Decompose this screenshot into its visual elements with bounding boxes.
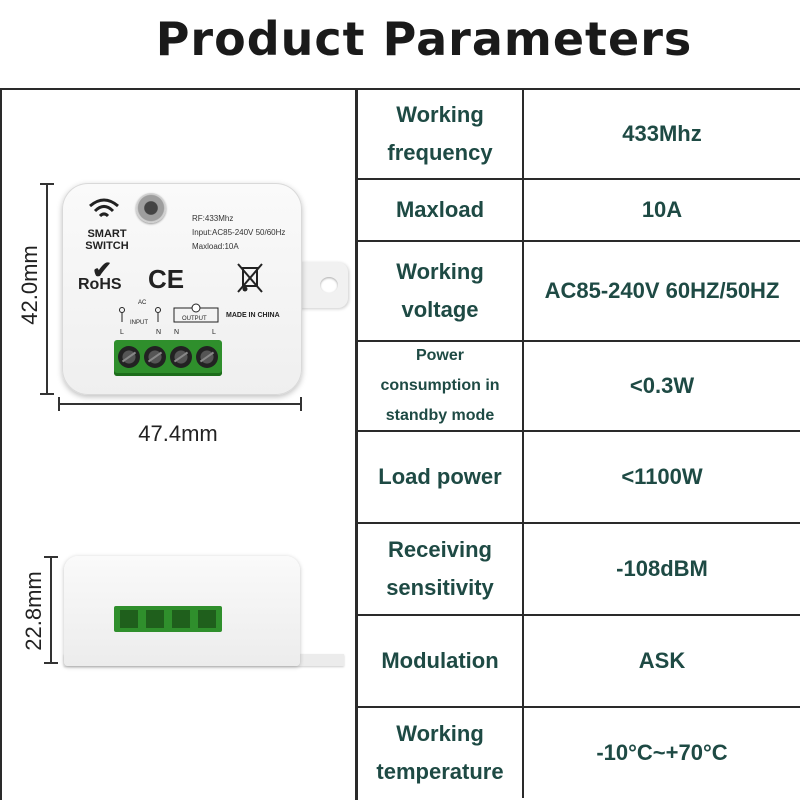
wiring-l1: L — [120, 329, 124, 336]
spec-value: AC85-240V 60HZ/50HZ — [544, 278, 780, 303]
spec-label: Working voltage — [396, 259, 484, 322]
side-terminal-block — [114, 606, 222, 632]
spec-row: Power consumption in standby mode <0.3W — [358, 342, 800, 432]
wiring-n2: N — [174, 329, 179, 336]
width-dimension-line — [58, 397, 302, 411]
terminal-screw — [144, 346, 166, 368]
spec-label: Working frequency — [387, 102, 493, 165]
wiring-diagram: AC INPUT OUTPUT L N N L — [119, 300, 219, 336]
ce-mark: CE — [148, 264, 185, 294]
panel-divider — [355, 88, 358, 800]
spec-label: Modulation — [381, 648, 499, 673]
terminal-block — [114, 340, 222, 376]
wiring-input: INPUT — [130, 320, 148, 326]
terminal-slot — [120, 610, 138, 628]
spec-label: Receiving sensitivity — [386, 537, 494, 600]
device-spec-text: RF:433Mhz Input:AC85-240V 50/60Hz Maxloa… — [192, 212, 285, 254]
height-dimension-line — [40, 183, 54, 395]
spec-row: Load power <1100W — [358, 432, 800, 524]
wiring-n1: N — [156, 329, 161, 336]
spec-value: <1100W — [621, 464, 703, 489]
brand-line-1: SMART — [87, 228, 127, 240]
spec-row: Receiving sensitivity -108dBM — [358, 524, 800, 616]
spec-row: Working voltage AC85-240V 60HZ/50HZ — [358, 242, 800, 342]
spec-row: Maxload 10A — [358, 180, 800, 242]
spec-label: Power consumption in standby mode — [380, 347, 500, 424]
spec-value: 433Mhz — [622, 121, 702, 146]
width-dimension-label: 47.4mm — [138, 421, 218, 446]
terminal-screw — [170, 346, 192, 368]
wiring-output: OUTPUT — [182, 316, 207, 322]
spec-value: -10°C~+70°C — [596, 740, 728, 765]
terminal-screw — [196, 346, 218, 368]
wifi-icon — [89, 198, 119, 218]
spec-label: Load power — [378, 464, 502, 489]
spec-row: Modulation ASK — [358, 616, 800, 708]
side-height-dimension-line — [44, 556, 58, 664]
device-rf: RF:433Mhz — [192, 214, 234, 223]
terminal-slot — [172, 610, 190, 628]
spec-value: ASK — [638, 648, 686, 673]
spec-row: Working temperature -10°C~+70°C — [358, 708, 800, 800]
device-maxload: Maxload:10A — [192, 242, 239, 251]
spec-label: Working temperature — [376, 721, 504, 784]
device-input: Input:AC85-240V 50/60Hz — [192, 228, 286, 237]
brand-line-2: SWITCH — [85, 240, 129, 252]
spec-row: Working frequency 433Mhz — [358, 90, 800, 180]
spec-value: 10A — [641, 197, 683, 222]
spec-value: <0.3W — [629, 373, 695, 398]
terminal-slot — [198, 610, 216, 628]
height-dimension-label: 42.0mm — [17, 245, 42, 325]
mounting-hole — [320, 277, 338, 293]
content-frame — [0, 88, 800, 800]
spec-value: -108dBM — [616, 556, 708, 581]
brand-label: SMART SWITCH — [78, 228, 136, 252]
page-title: Product Parameters — [155, 12, 693, 66]
side-height-dimension-label: 22.8mm — [21, 571, 46, 651]
wiring-l2: L — [212, 329, 216, 336]
terminal-screw — [118, 346, 140, 368]
pairing-button — [136, 193, 166, 223]
rohs-mark: RoHS — [78, 276, 122, 293]
spec-label: Maxload — [395, 197, 485, 222]
checkmark-icon: ✔ — [92, 257, 113, 284]
weee-bin-icon — [237, 263, 263, 293]
made-in-label: MADE IN CHINA — [226, 312, 280, 319]
terminal-slot — [146, 610, 164, 628]
wiring-ac: AC — [138, 300, 147, 306]
